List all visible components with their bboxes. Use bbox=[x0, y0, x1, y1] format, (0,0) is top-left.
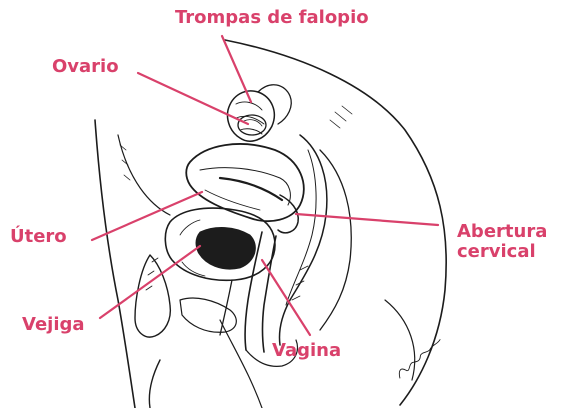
label-cervical-opening: Abertura cervical bbox=[457, 222, 547, 262]
label-cervical-opening-line1: Abertura bbox=[457, 222, 547, 242]
rectum-drawing bbox=[279, 135, 326, 345]
fallopian-tube-drawing bbox=[228, 85, 292, 141]
label-fallopian-tubes: Trompas de falopio bbox=[175, 8, 369, 28]
thigh-contour bbox=[149, 360, 160, 408]
label-cervical-opening-line2: cervical bbox=[457, 242, 547, 262]
inner-thigh-contour bbox=[220, 320, 262, 408]
leader-trompas bbox=[222, 36, 251, 102]
label-ovary: Ovario bbox=[52, 57, 119, 77]
leader-ovario bbox=[138, 73, 248, 124]
label-vagina: Vagina bbox=[272, 341, 341, 361]
labia-drawing bbox=[180, 298, 236, 332]
label-bladder: Vejiga bbox=[22, 315, 85, 335]
leader-utero bbox=[92, 192, 202, 240]
pubic-bone bbox=[135, 255, 170, 337]
leader-vagina bbox=[262, 260, 310, 335]
inner-abdomen-line bbox=[118, 135, 170, 215]
uterus-drawing bbox=[186, 144, 304, 221]
label-uterus: Útero bbox=[10, 227, 67, 247]
leader-abertura bbox=[296, 214, 438, 225]
abdominal-contour bbox=[95, 120, 135, 408]
